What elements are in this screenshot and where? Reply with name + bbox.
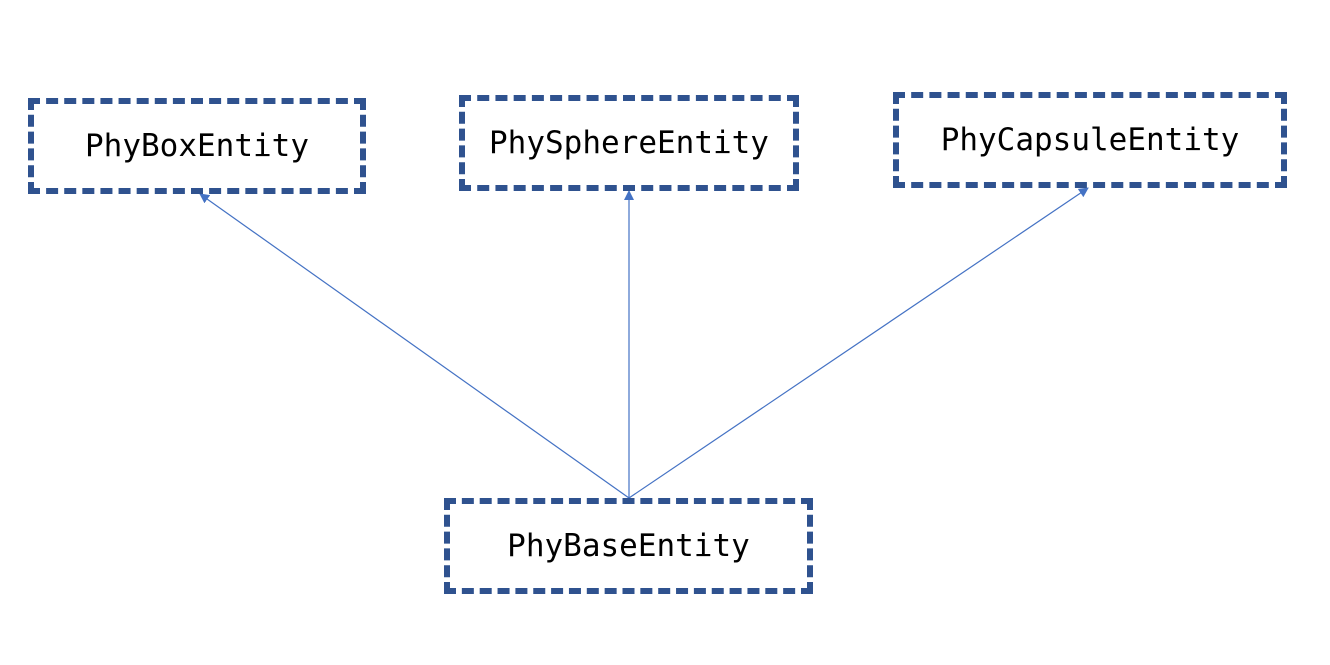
node-label: PhyBaseEntity [507, 528, 750, 564]
node-label: PhyCapsuleEntity [940, 122, 1240, 158]
node-label: PhyBoxEntity [85, 128, 309, 164]
node-phy-sphere-entity: PhySphereEntity [459, 95, 799, 191]
node-phy-box-entity: PhyBoxEntity [28, 98, 366, 194]
node-label: PhySphereEntity [489, 125, 769, 161]
node-phy-base-entity: PhyBaseEntity [444, 498, 813, 594]
edge-base-to-box [199, 193, 630, 499]
edge-base-to-capsule [628, 187, 1089, 499]
node-phy-capsule-entity: PhyCapsuleEntity [893, 92, 1287, 188]
